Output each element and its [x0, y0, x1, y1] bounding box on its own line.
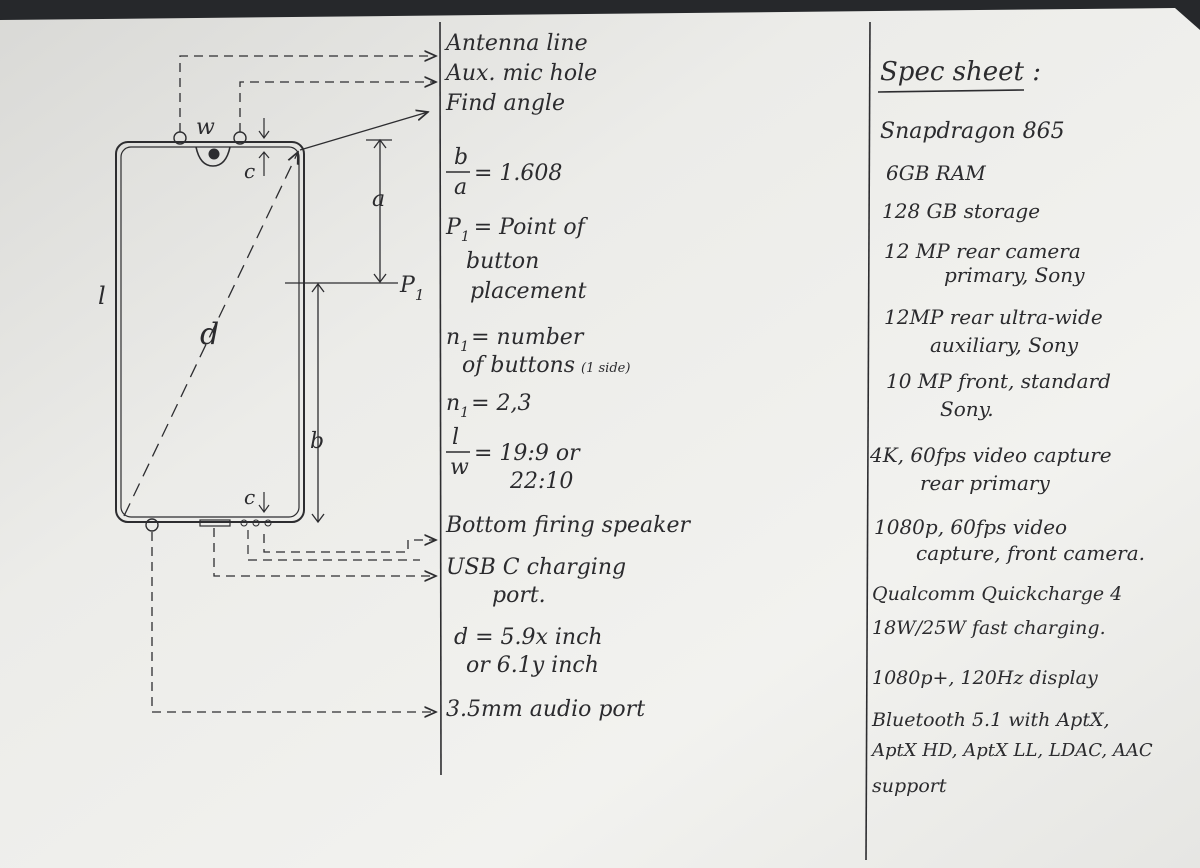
paper-sheet: [0, 8, 1200, 868]
spec-line: Snapdragon 865: [880, 119, 1065, 144]
ratio-b-value: = 1.608: [474, 161, 562, 186]
label-a: a: [372, 187, 385, 212]
phone-outline: [115, 141, 305, 527]
leader-lines: [151, 56, 436, 712]
p1-definition-line2: button: [466, 249, 539, 274]
diagonal-size-line1: d = 5.9x inch: [454, 625, 603, 650]
spec-line: 4K, 60fps video capture: [869, 443, 1112, 467]
ratio-l-denominator: w: [450, 455, 469, 480]
label-c-bottom: c: [244, 485, 255, 509]
usb-port-label-line1: USB C charging: [446, 555, 626, 580]
angle-arrow: [299, 112, 428, 151]
middle-annotations: Antenna line Aux. mic hole Find angle b …: [444, 31, 692, 722]
spec-line: 18W/25W fast charging.: [872, 617, 1106, 639]
spec-line: AptX HD, AptX LL, LDAC, AAC: [870, 740, 1153, 761]
spec-line: Qualcomm Quickcharge 4: [872, 583, 1122, 605]
spec-line: primary, Sony: [944, 263, 1085, 287]
spec-line: support: [872, 775, 947, 797]
ratio-l-value: = 19:9 or: [474, 441, 581, 466]
spec-line: 6GB RAM: [886, 161, 986, 185]
spec-line: rear primary: [920, 471, 1050, 495]
spec-sheet-title: Spec sheet :: [880, 57, 1041, 87]
spec-line: 12MP rear ultra-wide: [884, 305, 1103, 329]
p1-definition-line3: placement: [470, 279, 587, 304]
spec-line: Sony.: [940, 397, 994, 421]
audio-port-point-icon: [145, 518, 159, 532]
front-camera-icon: [208, 148, 220, 160]
label-b: b: [310, 429, 324, 454]
divider-left: [439, 21, 442, 776]
spec-line: capture, front camera.: [916, 541, 1145, 565]
label-d: d: [200, 317, 219, 352]
ratio-l-value2: 22:10: [509, 469, 573, 494]
label-l: l: [98, 282, 106, 310]
spec-sheet: Spec sheet : Snapdragon 865 6GB RAM 128 …: [869, 57, 1153, 797]
spec-line: Bluetooth 5.1 with AptX,: [871, 709, 1110, 731]
audio-port-label: 3.5mm audio port: [446, 697, 645, 722]
spec-line: 12 MP rear camera: [884, 239, 1081, 263]
spec-line: 128 GB storage: [882, 199, 1040, 223]
label-w: w: [196, 115, 215, 140]
n1-values: n1= 2,3: [446, 391, 532, 421]
antenna-line-label: Antenna line: [444, 31, 588, 56]
n1-definition-line2: of buttons(1 side): [462, 353, 630, 378]
dimension-b: [311, 282, 325, 524]
spec-line: 1080p+, 120Hz display: [872, 667, 1098, 689]
find-angle-label: Find angle: [445, 91, 565, 116]
label-p1: P1: [399, 273, 424, 304]
bottom-speaker-label: Bottom firing speaker: [445, 513, 692, 538]
label-c-top: c: [244, 159, 255, 183]
spec-line: auxiliary, Sony: [930, 333, 1079, 357]
dimension-a: [285, 138, 398, 284]
n1-definition-line1: n1= number: [446, 325, 585, 355]
spec-line: 1080p, 60fps video: [874, 515, 1067, 539]
ratio-b-denominator: a: [454, 175, 467, 200]
spec-line: 10 MP front, standard: [886, 369, 1111, 393]
diagonal-size-line2: or 6.1y inch: [466, 653, 599, 678]
aux-mic-hole-label: Aux. mic hole: [444, 61, 597, 86]
divider-right: [865, 21, 871, 861]
clearance-arrows: [258, 118, 270, 514]
p1-definition-line1: P1= Point of: [445, 215, 589, 245]
ratio-b-numerator: b: [454, 145, 468, 170]
ratio-l-numerator: l: [452, 425, 459, 450]
usb-port-label-line2: port.: [492, 583, 546, 608]
